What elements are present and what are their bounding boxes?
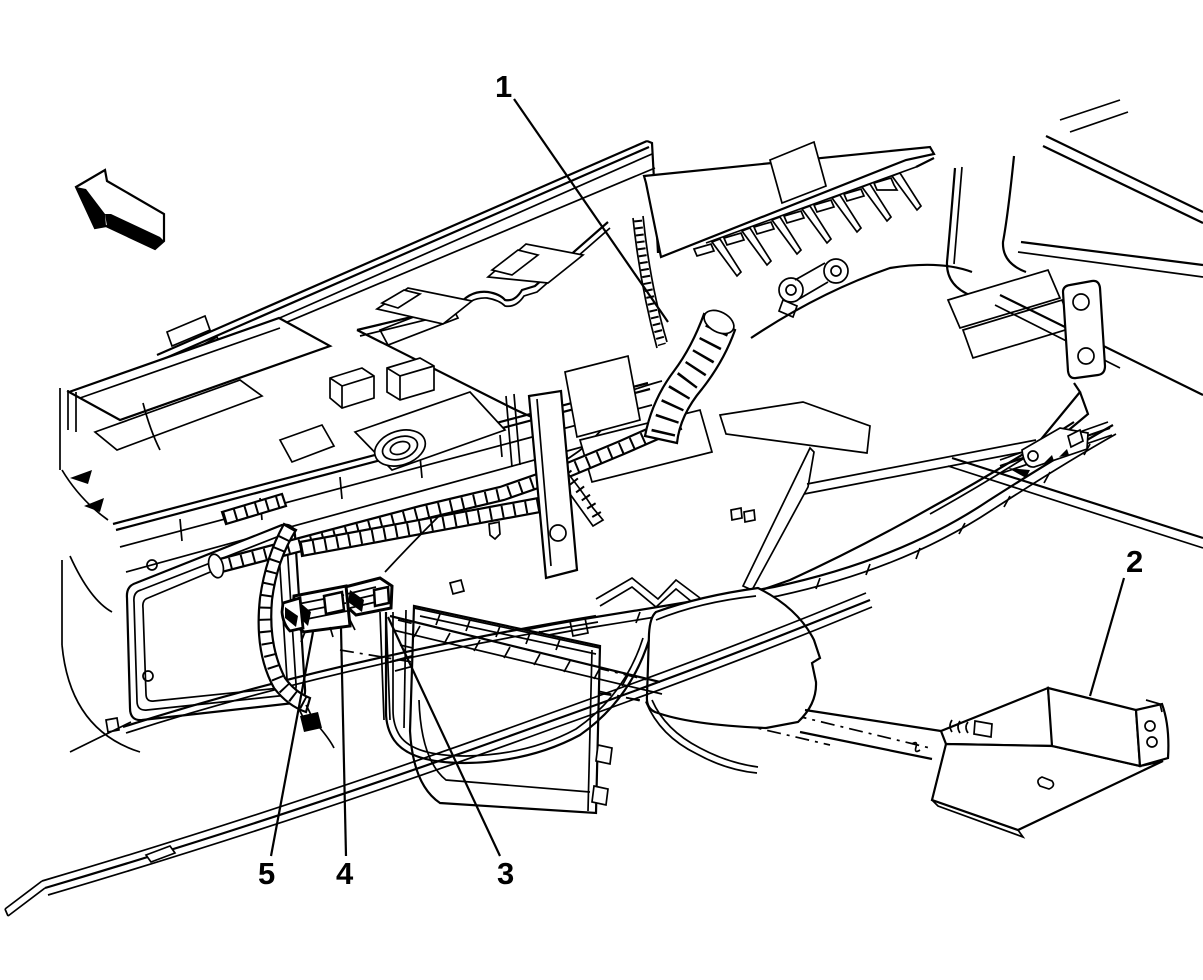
svg-text:3: 3 [497,856,514,891]
svg-text:1: 1 [495,69,512,104]
svg-text:2: 2 [1126,544,1143,579]
svg-text:5: 5 [258,856,275,891]
svg-text:4: 4 [336,856,354,891]
